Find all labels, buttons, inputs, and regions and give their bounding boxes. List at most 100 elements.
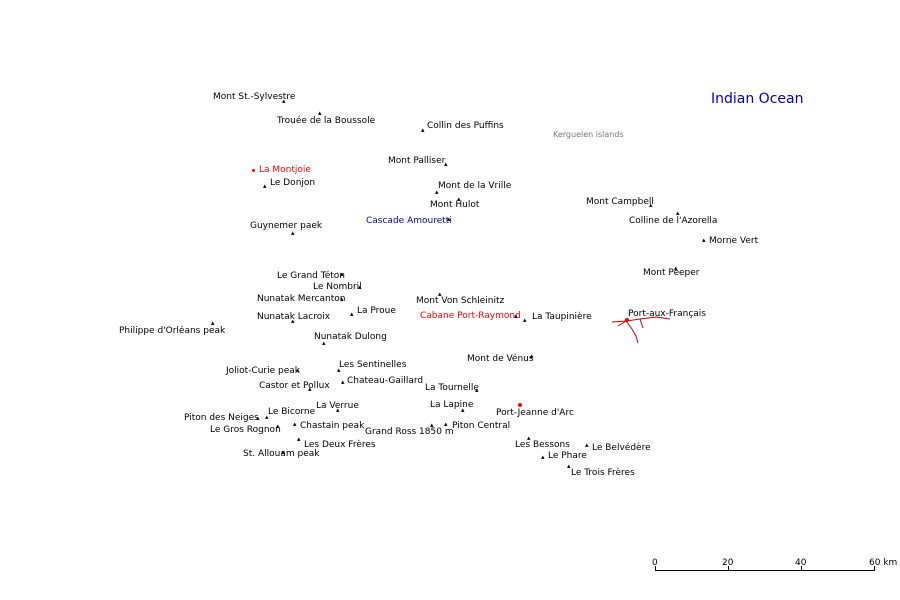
peak-marker: ▴ xyxy=(649,201,653,209)
peak-marker: ▴ xyxy=(530,352,534,360)
peak-marker: ▴ xyxy=(523,316,527,324)
peak-marker: ▴ xyxy=(291,317,295,325)
place-label: Castor et Pollux xyxy=(259,381,330,391)
place-label: Port-aux-Français xyxy=(628,309,706,319)
place-label: Chastain peak xyxy=(300,421,365,431)
place-label: Le Grand Téton xyxy=(277,271,345,281)
place-label: La Lapine xyxy=(430,400,474,410)
place-label: Cabane Port-Raymond xyxy=(420,311,521,321)
map-title: Indian Ocean xyxy=(711,91,804,107)
place-label: Nunatak Mercanton xyxy=(257,294,346,304)
place-label: Nunatak Lacroix xyxy=(257,312,331,322)
peak-marker: ▴ xyxy=(308,385,312,393)
place-label: Les Sentinelles xyxy=(339,360,407,370)
place-label: Mont Palliser xyxy=(388,156,446,166)
peak-marker: ▴ xyxy=(461,406,465,414)
peak-marker: ▴ xyxy=(514,312,518,320)
place-label: St. Allouam peak xyxy=(243,449,320,459)
peak-marker: ▴ xyxy=(265,413,269,421)
peak-marker: ▴ xyxy=(444,160,448,168)
place-label: La Verrue xyxy=(316,401,359,411)
map-subtitle: Kerguelen islands xyxy=(553,130,624,139)
peak-marker: ▴ xyxy=(585,441,589,449)
place-label: Le Belvédère xyxy=(592,443,651,453)
peak-marker: ▴ xyxy=(430,421,434,429)
place-label: Mont Pèeper xyxy=(643,268,700,278)
red-point-marker xyxy=(518,403,522,407)
place-label: La Proue xyxy=(357,306,396,316)
peak-marker: ▴ xyxy=(282,97,286,105)
peak-marker: ▴ xyxy=(674,264,678,272)
place-label: Chateau-Gaillard xyxy=(347,376,424,386)
peak-marker: ▴ xyxy=(276,422,280,430)
place-label: Mont Campbell xyxy=(586,197,654,207)
place-label: Grand Ross 1850 m xyxy=(365,427,454,437)
peak-marker: ▴ xyxy=(318,109,322,117)
peak-marker: ▴ xyxy=(702,236,706,244)
place-label: Le Phare xyxy=(548,451,587,461)
scale-label: 40 xyxy=(795,558,807,568)
peak-marker: ▴ xyxy=(340,270,344,278)
place-label: Piton des Neiges xyxy=(184,413,259,423)
peak-marker: ▴ xyxy=(293,420,297,428)
place-label: Guynemer paek xyxy=(250,221,323,231)
place-label: Colline de l'Azorella xyxy=(629,216,718,226)
peak-marker: ▴ xyxy=(337,366,341,374)
place-label: Mont Hulot xyxy=(430,200,480,210)
scale-label: 20 xyxy=(722,558,734,568)
place-label: Le Trois Frères xyxy=(571,468,635,478)
peak-marker: ▴ xyxy=(263,182,267,190)
place-label: Les Deux Frères xyxy=(304,440,376,450)
place-label: Morne Vert xyxy=(709,236,759,246)
scale-label: 0 xyxy=(652,558,658,568)
red-point-marker xyxy=(625,318,629,322)
peak-marker: ▴ xyxy=(358,283,362,291)
place-label: Port-Jeanne d'Arc xyxy=(496,408,574,418)
place-label: Piton Central xyxy=(452,421,511,431)
place-label: Trouée de la Boussole xyxy=(277,116,376,126)
peak-marker: ▴ xyxy=(421,126,425,134)
peak-marker: ▴ xyxy=(444,420,448,428)
place-label: Le Gros Rognon xyxy=(210,425,281,435)
peak-marker: ▴ xyxy=(438,290,442,298)
peak-marker: ▴ xyxy=(297,435,301,443)
place-label: Philippe d'Orléans peak xyxy=(119,326,226,336)
peak-marker: ▴ xyxy=(435,188,439,196)
place-label: Nunatak Dulong xyxy=(314,332,387,342)
peak-marker: ▴ xyxy=(527,434,531,442)
peak-marker: ▴ xyxy=(676,209,680,217)
place-label: Joliot-Curie peak xyxy=(226,366,301,376)
place-label: Mont de Vénus xyxy=(467,354,534,364)
place-label: Les Bessons xyxy=(515,440,570,450)
peak-marker: ▴ xyxy=(350,310,354,318)
peak-marker: ▴ xyxy=(291,229,295,237)
scale-label: 60 km xyxy=(869,558,898,568)
peak-marker: ▴ xyxy=(296,366,300,374)
place-label: Le Donjon xyxy=(270,178,316,188)
peak-marker: ▴ xyxy=(256,414,260,422)
peak-marker: ▴ xyxy=(457,195,461,203)
river-lines xyxy=(611,316,671,344)
place-label: La Tournelle xyxy=(425,383,479,393)
place-label: Cascade Amouretti xyxy=(366,216,452,226)
peak-marker: ▴ xyxy=(340,295,344,303)
scale-bar xyxy=(655,566,875,571)
place-label: Mont St.-Sylvestre xyxy=(213,92,296,102)
peak-marker: ▴ xyxy=(447,215,451,223)
peak-marker: ▴ xyxy=(322,339,326,347)
place-label: Le Nombril xyxy=(313,282,362,292)
place-label: Mont Von Schleinitz xyxy=(416,296,505,306)
peak-marker: ▴ xyxy=(475,386,479,394)
peak-marker: ▴ xyxy=(541,453,545,461)
peak-marker: ▴ xyxy=(281,448,285,456)
place-label: Collin des Puffins xyxy=(427,121,504,131)
place-label: La Taupinière xyxy=(532,312,592,322)
peak-marker: ▴ xyxy=(336,406,340,414)
peak-marker: ▴ xyxy=(567,462,571,470)
peak-marker: ▴ xyxy=(211,319,215,327)
peak-marker: ▴ xyxy=(341,378,345,386)
red-point-marker xyxy=(252,169,255,172)
place-label: Le Bicorne xyxy=(268,407,316,417)
